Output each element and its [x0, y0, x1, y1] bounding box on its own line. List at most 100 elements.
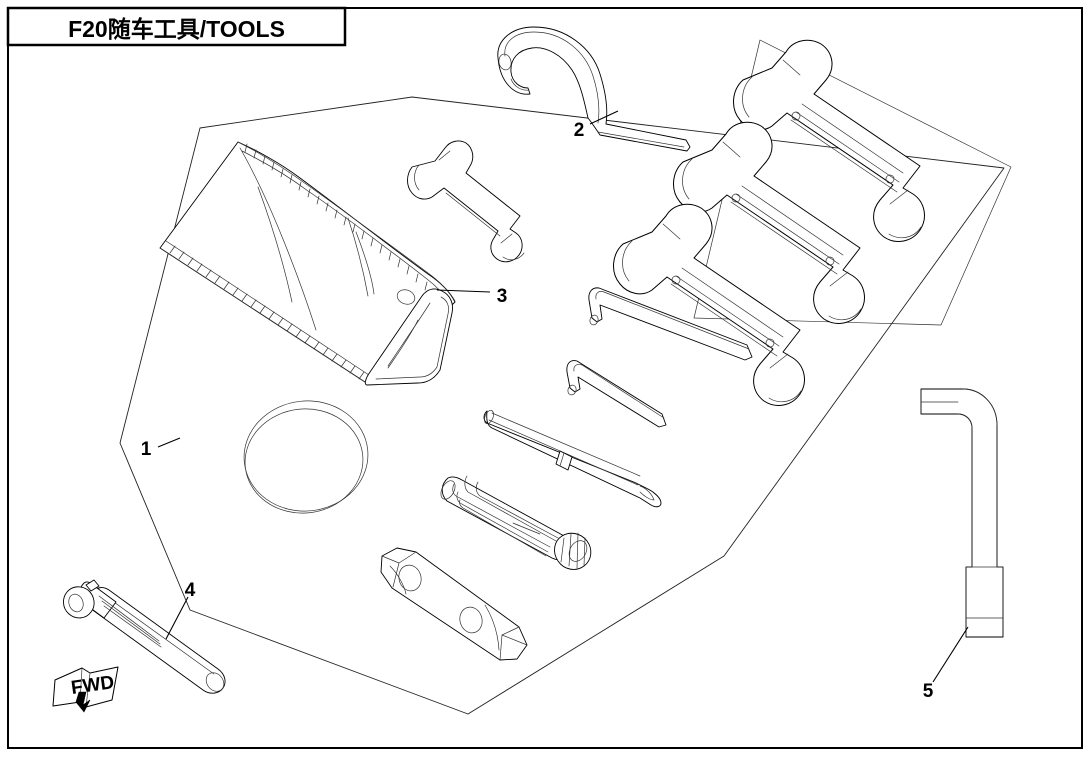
- wrench-large-1-jaw-b-edge: [888, 226, 922, 239]
- screwdriver-blade-highlight: [491, 412, 641, 477]
- hook-spanner-tip-edge: [510, 78, 530, 91]
- leader-line-1: [157, 437, 181, 448]
- pouch-bottom-stitch-ticks: [169, 245, 365, 380]
- page-border: [7, 7, 1083, 749]
- wrench-large-1-stamp-hole-a: [791, 111, 801, 121]
- title-box: [6, 6, 347, 47]
- hex-allen-key-large: [588, 287, 753, 361]
- leader-line-5: [932, 626, 969, 683]
- hex-socket-wrench-face-curve: [389, 565, 407, 595]
- pouch-flap-crease-1: [387, 302, 431, 367]
- wrench-small-jaw-b-edge: [502, 252, 525, 261]
- tire-gauge-chuck-bore: [68, 593, 84, 613]
- screwdriver-handle-flutes: [452, 475, 559, 557]
- pouch-top-stitch-ticks: [244, 143, 445, 305]
- open-end-wrench-large-3: [613, 203, 805, 406]
- callout-4: 4: [185, 580, 196, 601]
- hook-spanner-handle-edge: [597, 131, 685, 148]
- screwdriver-handle-butt-end: [440, 480, 456, 500]
- plug-wrench-bend-outer: [962, 388, 998, 426]
- ring-outer: [243, 400, 369, 512]
- hex-socket-wrench-hex-far-edge: [501, 634, 528, 646]
- pouch-bottom-seam-outer: [159, 247, 369, 385]
- wrench-small-jaw-a-gap: [438, 150, 451, 161]
- wrench-large-3-stamp-hole-b: [765, 338, 775, 348]
- l-shaped-plug-wrench: [920, 388, 1004, 638]
- screwdriver-blade-shaft: [483, 410, 662, 508]
- tire-gauge-nub: [85, 579, 100, 592]
- tool-kit-layout-polygon: [119, 96, 1005, 715]
- pouch-flap-crease-2: [387, 319, 419, 369]
- pouch-crease-3: [347, 217, 369, 297]
- fwd-arrow-head: [75, 691, 91, 713]
- leader-line-2: [589, 110, 619, 125]
- hex-key-large-top-edge: [595, 291, 750, 350]
- open-end-wrench-small: [407, 140, 525, 263]
- fwd-orientation-marker: FWD: [52, 666, 119, 713]
- wrench-large-2-jaw-a-gap: [722, 141, 741, 158]
- wrench-large-3-shaft-edge-2: [675, 275, 780, 347]
- plug-wrench-bend-inner: [957, 413, 973, 429]
- tire-gauge-rod-line-2: [101, 600, 161, 645]
- wrench-large-3-stamp-hole-a: [671, 275, 681, 285]
- plug-wrench-body: [920, 388, 1004, 638]
- fwd-arrow-shape: [52, 666, 119, 708]
- pouch-flap: [364, 288, 453, 386]
- screwdriver-blade: [483, 409, 662, 508]
- hex-socket-wrench-bore-far: [459, 606, 483, 634]
- hook-spanner-inner-edge: [504, 31, 600, 124]
- screwdriver-handle-socket-hole: [568, 540, 588, 562]
- callout-5: 5: [923, 681, 934, 702]
- wrench-large-1-jaw-a-edge: [742, 76, 753, 118]
- hex-socket-wrench-bore-near: [398, 564, 422, 592]
- fwd-arrow-fold-2: [85, 672, 91, 708]
- wrench-large-1-shaft-edge-1: [790, 119, 898, 193]
- screwdriver-handle-ferrule: [554, 532, 592, 570]
- wrench-large-2-stamp-hole-b: [825, 256, 835, 266]
- hex-key-small-body: [566, 360, 667, 428]
- wrench-large-3-jaw-b-edge: [768, 390, 802, 403]
- wrench-small-body: [407, 140, 523, 263]
- hook-spanner-body: [497, 26, 691, 152]
- hook-spanner-tip-face: [498, 53, 512, 71]
- ring-inner: [244, 408, 364, 514]
- wrench-large-1-stamp-hole-b: [885, 174, 895, 184]
- hex-socket-wrench-hex-edge: [392, 562, 400, 588]
- wrench-large-2-jaw-b-gap: [829, 271, 849, 287]
- pouch-flap-inner-edge: [375, 296, 449, 380]
- screwdriver-handle-grip-body: [441, 476, 573, 561]
- wrench-group-polygon: [693, 39, 1012, 326]
- tire-gauge-rod-line-1: [98, 595, 160, 642]
- pouch-crease-2: [257, 186, 293, 303]
- tire-gauge-tail-cap: [205, 672, 225, 692]
- leader-line-3: [436, 289, 491, 293]
- hex-key-large-end-face: [589, 314, 599, 326]
- hex-socket-wrench: [380, 547, 528, 661]
- wrench-large-3-shaft-edge-1: [670, 283, 778, 357]
- tire-gauge-shaft-highlight: [99, 591, 215, 675]
- screwdriver-blade-phillips-tip: [639, 485, 655, 501]
- callout-1: 1: [141, 439, 152, 460]
- wrench-large-3-jaw-a-edge: [622, 240, 633, 282]
- hex-key-small-top-edge: [573, 364, 665, 419]
- tire-gauge-rod: [63, 579, 226, 694]
- pouch-top-seam-outer: [237, 141, 456, 302]
- wrench-small-jaw-b-gap: [500, 233, 513, 244]
- hex-allen-key-small: [566, 360, 667, 428]
- wrench-large-1-jaw-b-gap: [889, 189, 909, 205]
- wrench-large-1-shaft-edge-3: [801, 103, 904, 174]
- hex-key-large-body: [588, 287, 753, 361]
- wrench-large-3-jaw-a-gap: [662, 223, 681, 240]
- wrench-large-3-body: [613, 203, 805, 406]
- hook-spanner-wrench: [497, 26, 691, 152]
- wrench-small-jaw-a-edge: [414, 164, 420, 191]
- wrench-large-3-jaw-b-gap: [769, 353, 789, 369]
- screwdriver-handle-flute-end: [512, 522, 541, 535]
- wrench-large-1-jaw-a-gap: [782, 59, 801, 76]
- leader-line-4: [165, 596, 189, 640]
- callout-3: 3: [497, 286, 508, 307]
- wrench-large-2-jaw-a-edge: [682, 158, 693, 200]
- tire-gauge-chuck: [63, 586, 95, 619]
